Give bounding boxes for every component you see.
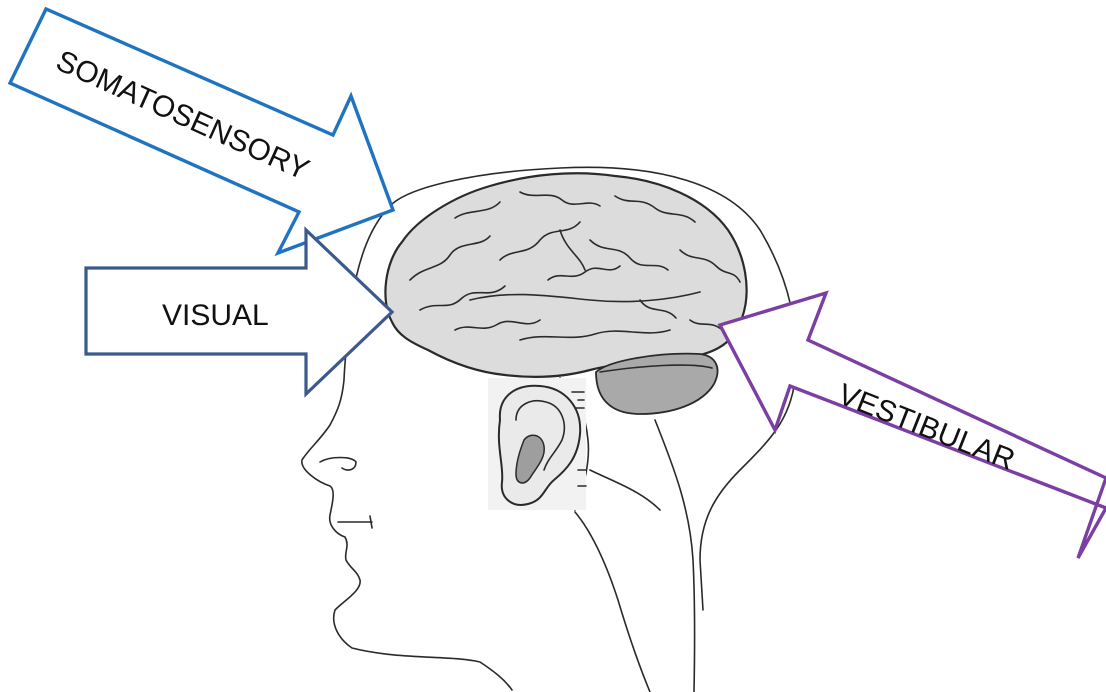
visual-label: VISUAL — [162, 299, 269, 332]
cerebellum — [596, 354, 718, 414]
brain — [385, 173, 746, 377]
ear-icon — [488, 378, 586, 510]
visual-arrow: VISUAL — [86, 230, 392, 394]
somatosensory-arrow: SOMATOSENSORY — [10, 9, 393, 253]
vestibular-arrow: VESTIBULAR — [720, 293, 1106, 558]
